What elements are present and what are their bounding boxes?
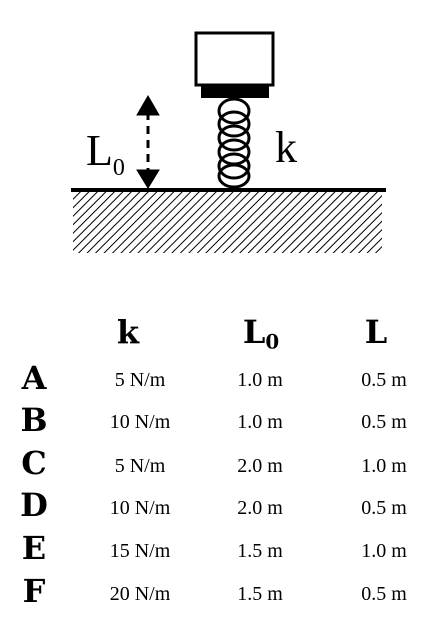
header-L0: L0 <box>243 313 279 354</box>
row-label: D <box>20 486 48 524</box>
length-label-subscript: 0 <box>113 155 125 181</box>
header-L: L <box>364 313 388 351</box>
row-label: F <box>22 572 46 610</box>
length-arrow <box>136 95 160 189</box>
row-label: E <box>21 529 47 567</box>
cell-L: 0.5 m <box>361 583 407 605</box>
cell-k: 10 N/m <box>109 497 171 519</box>
cell-k: 10 N/m <box>109 411 171 433</box>
cell-k: 20 N/m <box>109 583 171 605</box>
cell-L: 1.0 m <box>361 455 407 477</box>
row-label: A <box>21 359 47 397</box>
spring-diagram: L0 k <box>71 31 386 253</box>
cell-k: 5 N/m <box>114 369 166 391</box>
block-base-plate <box>201 86 269 98</box>
cell-k: 15 N/m <box>109 540 171 562</box>
row-label: C <box>21 444 47 482</box>
cell-L: 0.5 m <box>361 369 407 391</box>
cell-L0: 1.0 m <box>237 369 283 391</box>
cell-L: 0.5 m <box>361 411 407 433</box>
cell-L: 1.0 m <box>361 540 407 562</box>
cell-L0: 1.0 m <box>237 411 283 433</box>
header-k: k <box>116 313 140 351</box>
cell-L0: 2.0 m <box>237 497 283 519</box>
cell-L0: 1.5 m <box>237 583 283 605</box>
cell-k: 5 N/m <box>114 455 166 477</box>
cell-L0: 2.0 m <box>237 455 283 477</box>
length-label-main: L <box>86 126 113 175</box>
cell-L0: 1.5 m <box>237 540 283 562</box>
row-label: B <box>20 401 48 439</box>
header-L0-main: L <box>242 313 266 351</box>
cell-L: 0.5 m <box>361 497 407 519</box>
ground-hatch <box>73 191 382 253</box>
spring-coils <box>217 97 251 189</box>
spring-constant-label: k <box>275 123 297 172</box>
mass-block <box>194 31 275 87</box>
length-label: L0 <box>86 126 125 181</box>
header-L0-subscript: 0 <box>265 329 280 354</box>
